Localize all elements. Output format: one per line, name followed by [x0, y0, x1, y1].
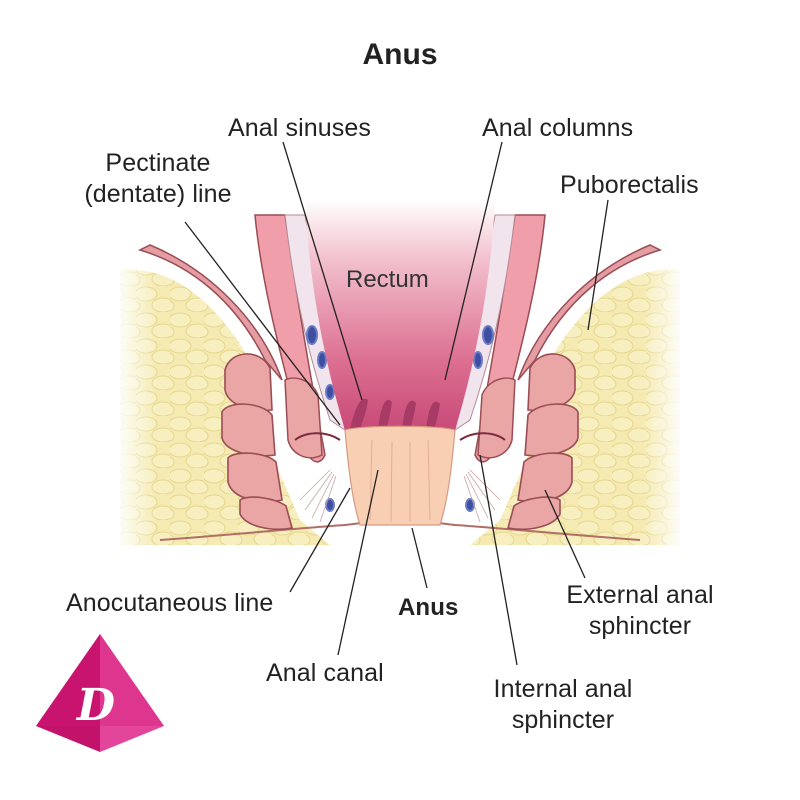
external-anal-sphincter-left — [221, 353, 294, 530]
label-anus: Anus — [398, 594, 459, 621]
label-internal-anal-sphincter: Internal anal sphincter — [463, 674, 663, 736]
label-external-anal-sphincter-2: sphincter — [588, 612, 692, 640]
pectinate-line — [294, 432, 506, 441]
label-puborectalis: Puborectalis — [560, 171, 699, 199]
logo-letter: D — [75, 680, 115, 731]
internal-anal-sphincter-right — [474, 214, 546, 463]
levator-ani-left — [137, 244, 283, 381]
label-internal-anal-sphincter-1: Internal anal — [493, 675, 633, 703]
label-anal-columns: Anal columns — [482, 114, 634, 142]
label-rectum: Rectum — [346, 266, 429, 293]
levator-ani-right — [517, 244, 663, 381]
submucosa-left — [284, 214, 346, 512]
label-pectinate-line: Pectinate (dentate) line — [58, 148, 258, 210]
external-anal-sphincter-right — [506, 353, 579, 530]
label-anal-sinuses: Anal sinuses — [228, 114, 371, 142]
diagram-title: Anus — [362, 38, 438, 71]
leader-lines — [184, 141, 609, 666]
anal-canal-folds — [369, 439, 431, 523]
label-pectinate-line-1: Pectinate — [105, 149, 211, 177]
label-anal-canal: Anal canal — [266, 659, 384, 687]
label-external-anal-sphincter: External anal sphincter — [540, 580, 740, 642]
anal-canal — [344, 425, 456, 526]
pyramid-logo-icon: D — [36, 634, 164, 752]
label-pectinate-line-2: (dentate) line — [84, 180, 232, 208]
label-internal-anal-sphincter-2: sphincter — [511, 706, 615, 734]
internal-anal-sphincter-left — [254, 214, 326, 463]
label-external-anal-sphincter-1: External anal — [566, 581, 714, 609]
rectum-lumen — [305, 200, 495, 430]
label-anocutaneous-line: Anocutaneous line — [66, 589, 274, 617]
